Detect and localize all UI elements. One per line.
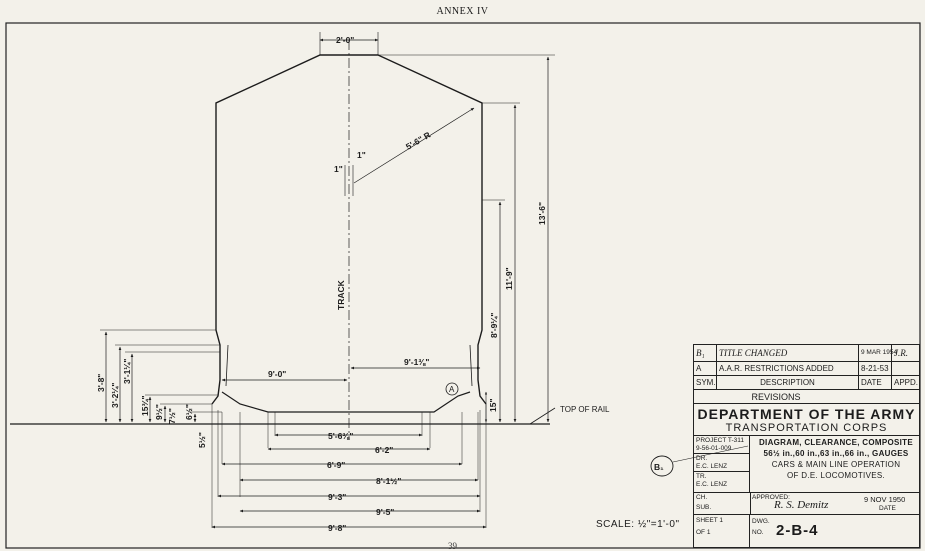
revision-row-a: A A.A.R. RESTRICTIONS ADDED 8-21-53 [694, 362, 919, 376]
approval-row: CH. SUB. APPROVED: R. S. Demitz 9 NOV 19… [694, 492, 919, 514]
title-block: B₁ TITLE CHANGED 9 MAR 1954 J.R. A A.A.R… [693, 344, 920, 548]
top-of-rail-label: TOP OF RAIL [560, 405, 610, 414]
page-number: 39 [448, 541, 457, 551]
dim-w-9-3: 9'-3" [328, 492, 346, 502]
scale-label: SCALE: ½"=1'-0" [596, 519, 680, 530]
dim-l-9: 9½" [154, 404, 164, 420]
callout-marker-b1 [650, 455, 674, 477]
sheet-border [5, 22, 921, 549]
corps-name: TRANSPORTATION CORPS [725, 422, 888, 434]
dim-h-15: 15" [488, 399, 498, 413]
dim-l-15: 15¾" [140, 395, 150, 416]
dim-radius: 5'-6" R [404, 130, 432, 152]
dim-half-9-0: 9'-0" [268, 369, 286, 379]
dim-small-a: 1" [357, 150, 366, 160]
dim-h-8-9: 8'-9¼" [489, 313, 499, 338]
dim-w-6-2: 6'-2" [375, 445, 393, 455]
revision-header-row: SYM. DESCRIPTION DATE APPD. [694, 376, 919, 390]
revisions-label-row: REVISIONS [694, 390, 919, 404]
dim-l-3-2: 3'-2¼" [110, 383, 120, 408]
dim-h-13-6: 13'-6" [537, 202, 547, 225]
dim-h-11-9: 11'-9" [504, 267, 514, 290]
department-name: DEPARTMENT OF THE ARMY [697, 406, 916, 422]
dim-w-6-9: 6'-9" [327, 460, 345, 470]
drawing-title: DIAGRAM, CLEARANCE, COMPOSITE 56½ in.,60… [758, 438, 914, 480]
dim-w-9-8: 9'-8" [328, 523, 346, 533]
lower-profile [221, 391, 471, 413]
dim-l-5: 5½" [197, 432, 207, 448]
revision-marker-a [445, 382, 459, 396]
department-row: DEPARTMENT OF THE ARMY TRANSPORTATION CO… [694, 404, 919, 436]
drawing-number: 2-B-4 [776, 522, 819, 539]
revision-row-b1: B₁ TITLE CHANGED 9 MAR 1954 J.R. [694, 345, 919, 362]
drawing-number-row: SHEET 1 OF 1 DWG. NO. 2-B-4 [694, 514, 919, 547]
dim-l-6: 6½" [184, 404, 194, 420]
dim-w-8-1: 8'-1½" [376, 476, 401, 486]
track-label: TRACK [336, 279, 346, 310]
dim-l-3-1: 3'-1¼" [122, 359, 132, 384]
dim-top-width: 2'-0" [336, 35, 354, 45]
dim-w-5-6: 5'-6⅜" [328, 431, 353, 441]
dim-w-9-5: 9'-5" [376, 507, 394, 517]
dim-l-7: 7½" [167, 408, 177, 424]
dim-small-b: 1" [334, 164, 343, 174]
approved-signature: R. S. Demitz [774, 499, 829, 511]
annex-heading: ANNEX IV [436, 6, 489, 17]
dim-l-3-8: 3'-8" [96, 374, 106, 392]
project-info: PROJECT T-311 9-56-01-009 DR. E.C. LENZ … [694, 436, 750, 492]
dim-half-9-1: 9'-1⅜" [404, 357, 429, 367]
svg-text:B₁: B₁ [654, 462, 664, 472]
svg-text:A: A [449, 385, 455, 394]
